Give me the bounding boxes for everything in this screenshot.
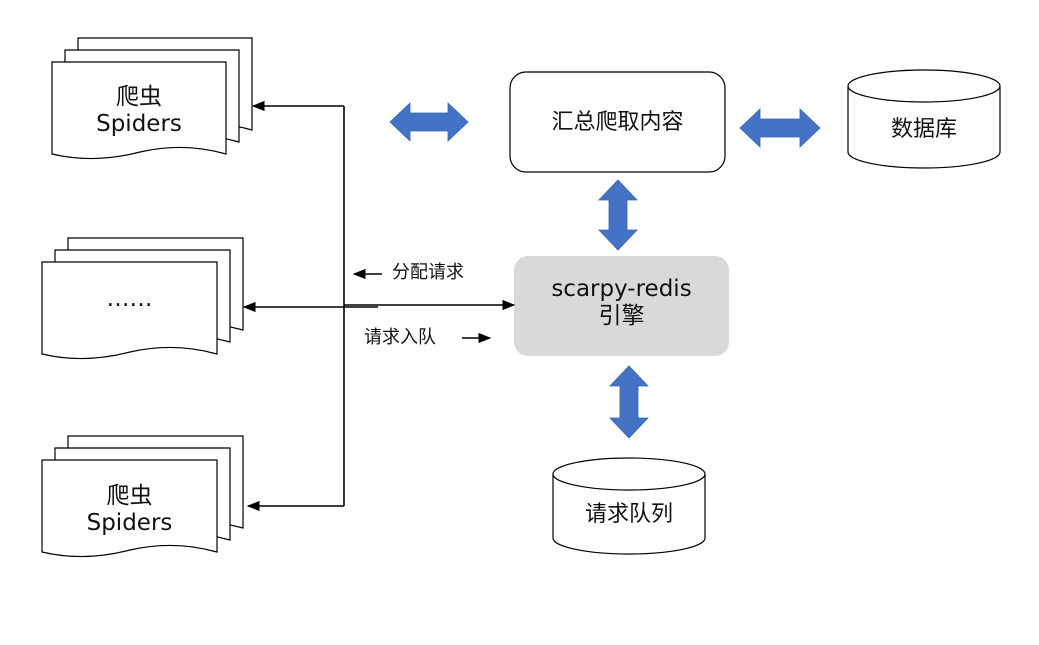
spider-2-subtitle: …… xyxy=(106,286,153,312)
spider-1-label: 爬虫 Spiders xyxy=(52,84,226,138)
spider-1-title: 爬虫 xyxy=(116,84,162,110)
engine-subtitle: 引擎 xyxy=(598,303,645,330)
spider-3-title: 爬虫 xyxy=(106,483,153,509)
queue-label: 请求队列 xyxy=(584,502,673,527)
aggregate-label: 汇总爬取内容 xyxy=(551,110,684,135)
database-cylinder xyxy=(847,69,1001,169)
spider-2-label: …… xyxy=(42,286,217,313)
engine-box xyxy=(514,256,729,356)
spider-1-subtitle: Spiders xyxy=(96,111,182,138)
aggregate-box xyxy=(509,71,726,173)
spider-stack-1 xyxy=(51,37,253,160)
aggregate-database-arrow xyxy=(739,108,821,148)
enqueue-annotation: 请求入队 xyxy=(364,327,436,348)
spider-3-label: 爬虫 Spiders xyxy=(42,483,217,537)
spider-stack-3 xyxy=(41,435,244,558)
database-label: 数据库 xyxy=(890,117,957,142)
spider-3-subtitle: Spiders xyxy=(86,510,173,537)
spiders-aggregate-arrow xyxy=(389,102,469,142)
engine-title: scarpy-redis xyxy=(551,276,692,302)
engine-queue-arrow xyxy=(609,365,649,439)
queue-cylinder xyxy=(552,457,706,555)
blue-arrows xyxy=(389,102,821,439)
engine-label: scarpy-redis 引擎 xyxy=(514,276,729,330)
aggregate-engine-arrow xyxy=(598,179,638,251)
dispatch-annotation: 分配请求 xyxy=(392,262,464,283)
spider-stack-2 xyxy=(41,237,244,360)
connector-lines xyxy=(242,100,516,512)
